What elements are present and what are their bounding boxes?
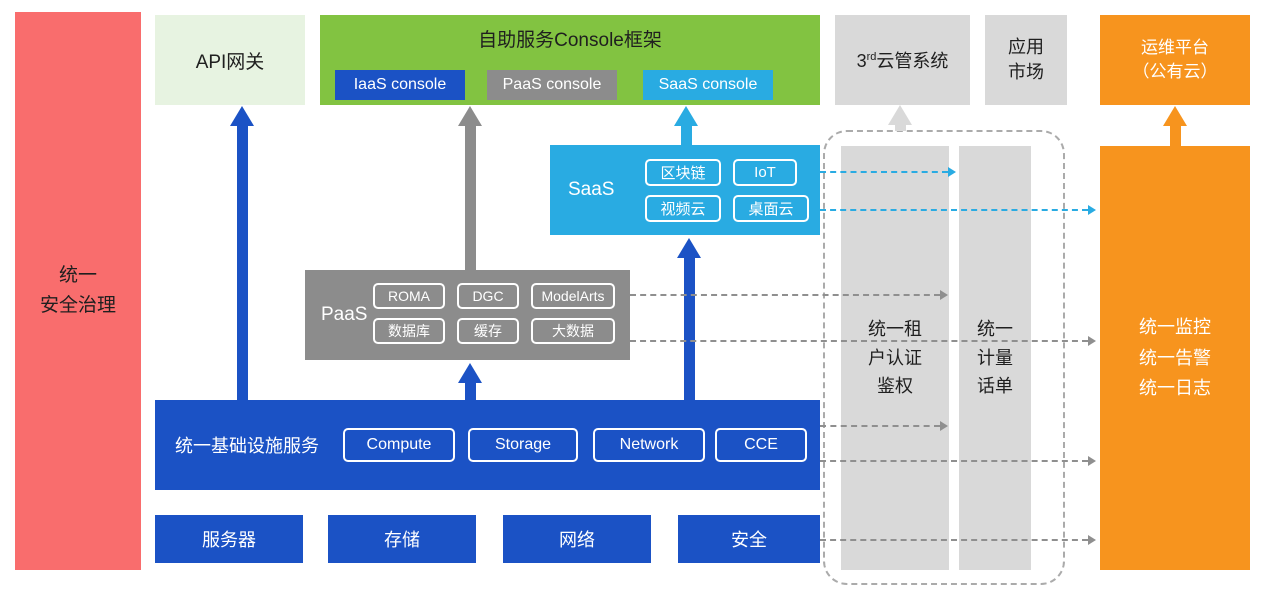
resource-box-storage: 存储: [328, 515, 476, 563]
app-market-box: 应用 市场: [985, 15, 1067, 105]
arrow-head: [888, 105, 912, 125]
saas-item-desktop-cloud: 桌面云: [733, 195, 809, 222]
third-party-cloud-label: 3rd云管系统: [857, 47, 949, 73]
arrow-shaft: [237, 126, 248, 400]
arrow-head: [1163, 106, 1187, 126]
arrow-head: [458, 363, 482, 383]
link-arrowhead: [1088, 336, 1096, 346]
arrow-shaft: [681, 126, 692, 145]
third-party-suffix: 云管系统: [876, 51, 949, 71]
link-line: [820, 209, 1088, 211]
third-party-prefix: 3: [856, 51, 867, 71]
arrow-shaft: [465, 126, 476, 270]
link-arrowhead: [1088, 205, 1096, 215]
link-line: [630, 294, 940, 296]
link-arrowhead: [948, 167, 956, 177]
paas-item-modelarts: ModelArts: [531, 283, 615, 309]
unified-auth-bar: 统一租 户认证 鉴权: [841, 146, 949, 570]
link-arrowhead: [940, 290, 948, 300]
tenant-services-dashed-group: [823, 130, 1065, 585]
infra-item-compute: Compute: [343, 428, 455, 462]
link-arrowhead: [940, 421, 948, 431]
link-line: [820, 460, 1088, 462]
resource-box-security: 安全: [678, 515, 820, 563]
infrastructure-label: 统一基础设施服务: [175, 436, 319, 456]
paas-item-cache: 缓存: [457, 318, 519, 344]
ops-platform-box: 运维平台 （公有云）: [1100, 15, 1250, 105]
arrow-head: [458, 106, 482, 126]
unified-metering-bar: 统一 计量 话单: [959, 146, 1031, 570]
saas-item-blockchain: 区块链: [645, 159, 721, 186]
console-frame-box: 自助服务Console框架 IaaS console PaaS console …: [320, 15, 820, 105]
third-party-cloud-box: 3rd云管系统: [835, 15, 970, 105]
arrow-head: [674, 106, 698, 126]
resource-box-network: 网络: [503, 515, 651, 563]
saas-console-chip: SaaS console: [643, 70, 773, 100]
arrow-head: [677, 238, 701, 258]
paas-item-database: 数据库: [373, 318, 445, 344]
saas-item-video-cloud: 视频云: [645, 195, 721, 222]
paas-item-roma: ROMA: [373, 283, 445, 309]
link-line: [820, 425, 940, 427]
unified-monitoring-bar: 统一监控 统一告警 统一日志: [1100, 146, 1250, 570]
infrastructure-box: 统一基础设施服务 Compute Storage Network CCE: [155, 400, 820, 490]
link-arrowhead: [1088, 535, 1096, 545]
infra-item-cce: CCE: [715, 428, 807, 462]
link-line: [630, 340, 1088, 342]
resource-box-server: 服务器: [155, 515, 303, 563]
iaas-console-chip: IaaS console: [335, 70, 465, 100]
infra-item-storage: Storage: [468, 428, 578, 462]
saas-item-iot: IoT: [733, 159, 797, 186]
api-gateway-box: API网关: [155, 15, 305, 105]
arrow-shaft: [895, 125, 906, 131]
paas-item-bigdata: 大数据: [531, 318, 615, 344]
link-line: [820, 171, 948, 173]
infra-item-network: Network: [593, 428, 705, 462]
arrow-shaft: [684, 258, 695, 400]
saas-box: SaaS 区块链 IoT 视频云 桌面云: [550, 145, 820, 235]
saas-label: SaaS: [568, 179, 615, 200]
console-frame-title: 自助服务Console框架: [478, 30, 662, 51]
paas-item-dgc: DGC: [457, 283, 519, 309]
link-arrowhead: [1088, 456, 1096, 466]
link-line: [820, 539, 1088, 541]
arrow-shaft: [1170, 126, 1181, 146]
unified-security-bar: 统一 安全治理: [15, 12, 141, 570]
paas-label: PaaS: [321, 304, 368, 325]
third-party-sup: rd: [866, 51, 877, 63]
arrow-shaft: [465, 383, 476, 400]
arrow-head: [230, 106, 254, 126]
paas-box: PaaS ROMA DGC ModelArts 数据库 缓存 大数据: [305, 270, 630, 360]
paas-console-chip: PaaS console: [487, 70, 617, 100]
